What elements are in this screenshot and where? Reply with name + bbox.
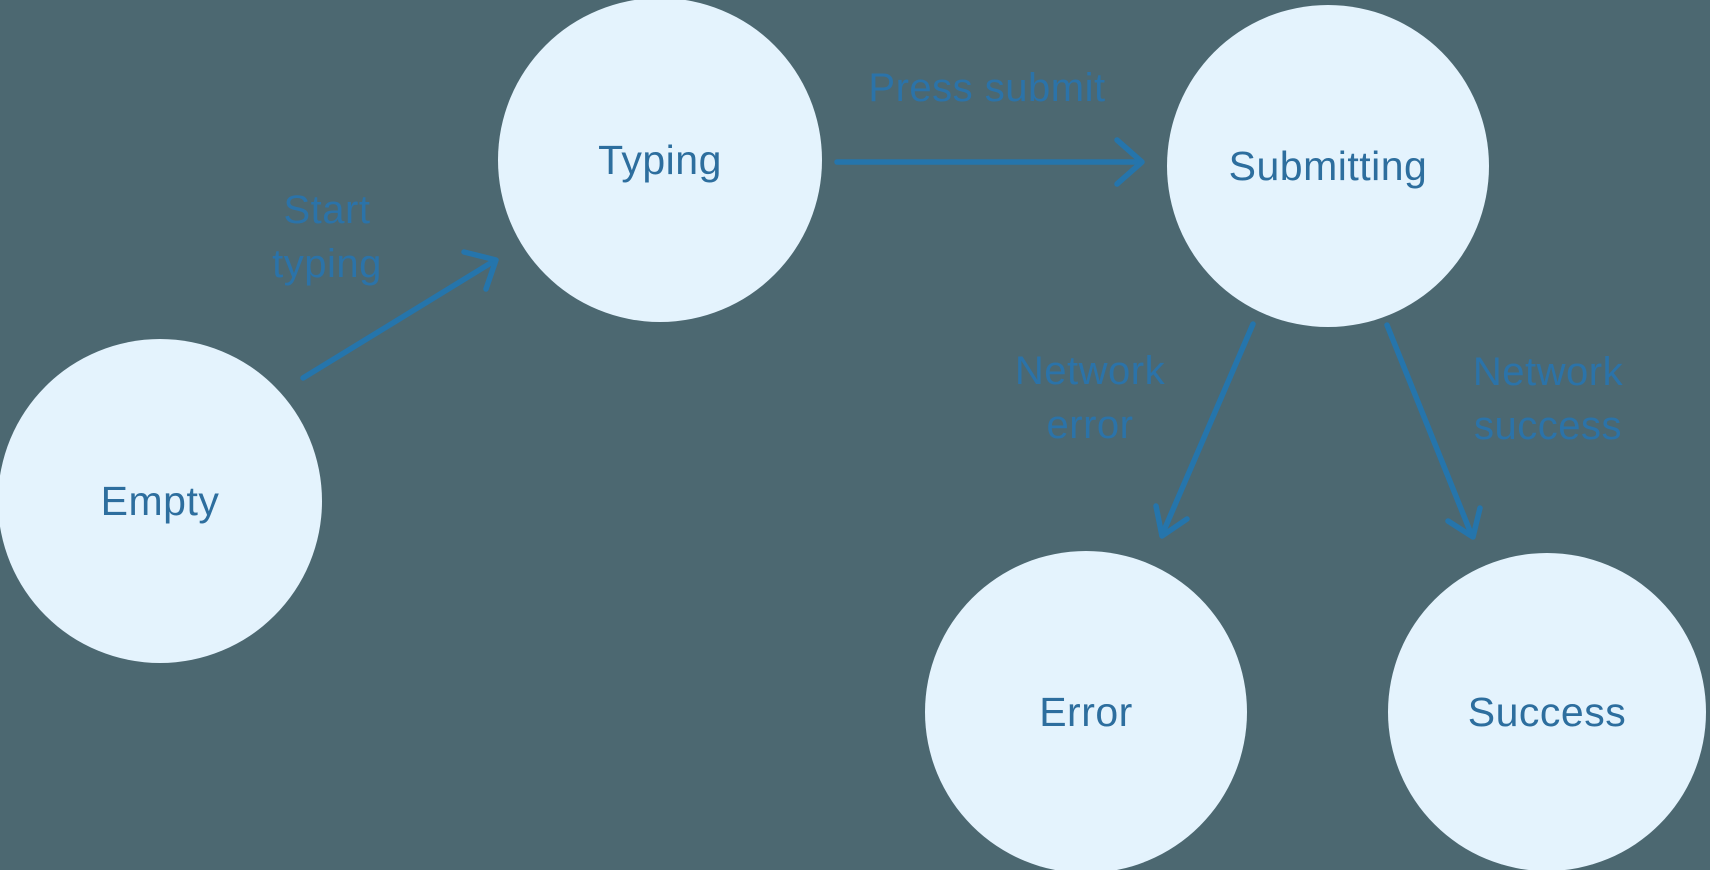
edge-label-start-typing-line2: typing [272,242,382,286]
arrowhead-submitting-to-error [1153,503,1190,539]
node-error: Error [925,551,1247,870]
arrowhead-typing-to-submitting [1114,137,1145,187]
edge-label-press-submit: Press submit [868,61,1105,115]
edge-label-network-success-line1: Network [1472,350,1624,394]
node-empty: Empty [0,339,322,663]
arrowhead-empty-to-typing [461,249,499,292]
node-empty-label: Empty [100,477,220,524]
node-typing: Typing [498,0,822,322]
edge-label-network-success-line2: success [1473,404,1622,448]
edge-arrow-empty-to-typing [300,249,499,381]
node-typing-label: Typing [598,136,722,183]
edge-label-network-error: Network error [1015,344,1165,452]
edge-arrow-submitting-to-success [1384,322,1483,540]
node-submitting-label: Submitting [1228,142,1428,189]
node-success-label: Success [1467,688,1627,735]
node-submitting: Submitting [1167,5,1489,327]
edge-label-start-typing: Start typing [272,183,382,291]
edge-label-network-error-line1: Network [1014,349,1166,393]
edge-label-network-error-line2: error [1046,403,1134,447]
edge-label-start-typing-line1: Start [283,188,371,232]
edge-arrow-submitting-to-error [1153,321,1256,539]
node-error-label: Error [1039,688,1133,735]
edge-line-submitting-to-success [1384,322,1475,539]
arrowhead-submitting-to-success [1445,505,1483,540]
edge-label-press-submit-line1: Press submit [868,66,1106,110]
edge-label-network-success: Network success [1473,345,1623,453]
edge-line-empty-to-typing [300,258,497,381]
node-success: Success [1388,553,1706,870]
edge-line-submitting-to-error [1159,321,1256,538]
edge-arrow-typing-to-submitting [834,137,1145,187]
